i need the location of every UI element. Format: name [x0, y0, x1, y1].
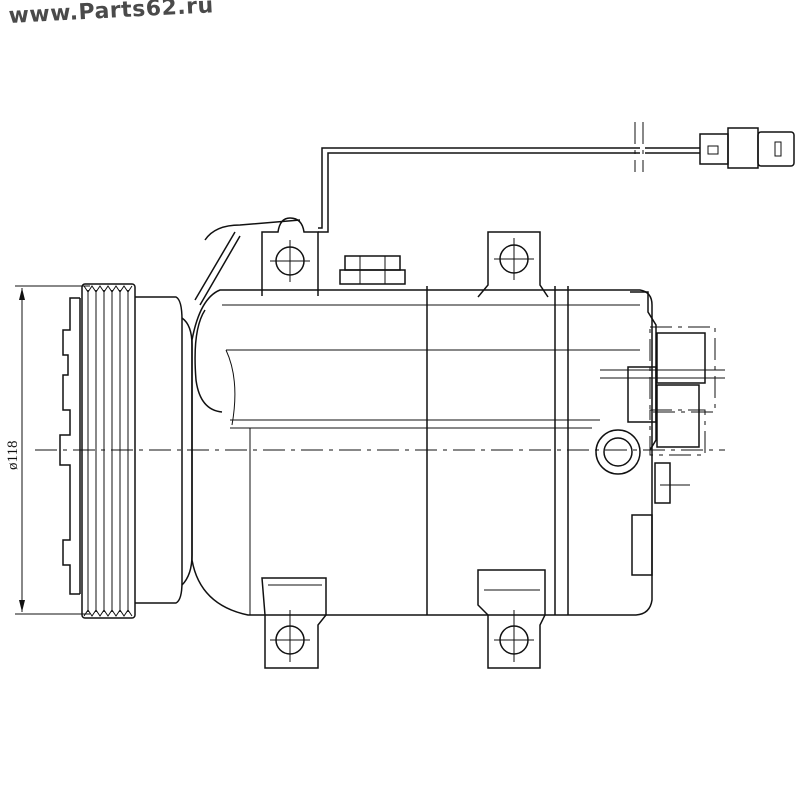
- hex-bolt: [339, 255, 406, 285]
- electrical-connector: [699, 127, 795, 169]
- mount-ear-bottom-left: [261, 577, 327, 669]
- pulley: [81, 283, 136, 619]
- diameter-label: ø118: [5, 441, 21, 470]
- mount-ear-bottom-right: [477, 569, 546, 669]
- clutch-housing: [135, 296, 183, 604]
- mount-ear-top-right: [477, 231, 549, 298]
- mount-ear-top-left: [261, 217, 319, 296]
- wire-harness: [194, 122, 700, 306]
- clutch-plate: [59, 297, 81, 595]
- service-ports: [595, 291, 725, 576]
- compressor-body: [191, 286, 653, 616]
- diameter-dimension: ø118: [5, 285, 90, 615]
